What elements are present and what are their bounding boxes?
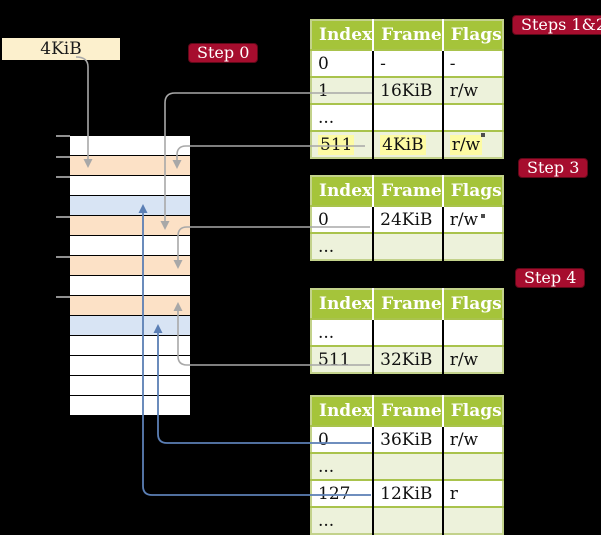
table-cell xyxy=(441,318,503,346)
table-row: ... xyxy=(311,452,503,480)
highlighted-value: r/w xyxy=(449,134,483,155)
table-cell xyxy=(372,232,443,260)
table-cell: 511 xyxy=(311,345,374,373)
table-cell: - xyxy=(441,49,503,77)
memory-tick xyxy=(56,156,70,158)
memory-frame-row-peach xyxy=(70,256,190,276)
table-cell xyxy=(372,103,443,131)
table-cell: r/w xyxy=(441,425,503,453)
memory-tick xyxy=(56,176,70,178)
table-cell: 0 xyxy=(311,205,374,233)
memory-frame-row-white xyxy=(70,356,190,376)
table-cell: 0 xyxy=(311,49,374,77)
table-row: 0-- xyxy=(311,49,503,77)
memory-column xyxy=(70,136,190,416)
table-cell: ... xyxy=(311,506,374,534)
table-cell: ... xyxy=(311,103,374,131)
memory-frame-row-white xyxy=(70,396,190,416)
column-header: Flags xyxy=(441,289,503,319)
memory-tick xyxy=(56,256,70,258)
column-header: Frame xyxy=(372,20,443,50)
column-header: Index xyxy=(311,176,374,206)
table-cell: - xyxy=(372,49,443,77)
memory-tick xyxy=(56,216,70,218)
table-cell: 24KiB xyxy=(372,205,443,233)
table-cell: ... xyxy=(311,318,374,346)
memory-frame-row-blue xyxy=(70,316,190,336)
table-row: ... xyxy=(311,506,503,534)
table-row: ... xyxy=(311,103,503,131)
column-header: Index xyxy=(311,20,374,50)
frame-size-label: 4KiB xyxy=(2,38,120,60)
column-header: Index xyxy=(311,396,374,426)
table-cell: r/w xyxy=(441,130,503,158)
table-cell: 32KiB xyxy=(372,345,443,373)
table-cell xyxy=(441,506,503,534)
column-header: Index xyxy=(311,289,374,319)
memory-frame-row-white xyxy=(70,236,190,256)
table-cell: 0 xyxy=(311,425,374,453)
highlighted-value: 4KiB xyxy=(380,134,426,155)
table-cell: ... xyxy=(311,452,374,480)
column-header: Flags xyxy=(441,20,503,50)
table-cell: r/w xyxy=(441,76,503,104)
table-cell: 1 xyxy=(311,76,374,104)
memory-tick xyxy=(56,135,70,137)
table-cell: r xyxy=(441,479,503,507)
memory-frame-row-peach xyxy=(70,156,190,176)
memory-frame-row-peach xyxy=(70,296,190,316)
table-cell: 16KiB xyxy=(372,76,443,104)
table-cell: 511 xyxy=(311,130,374,158)
table-cell xyxy=(372,452,443,480)
table-row: ... xyxy=(311,232,503,260)
step-label-3: Step 3 xyxy=(518,158,589,178)
memory-frame-row-white xyxy=(70,176,190,196)
memory-frame-row-white xyxy=(70,136,190,156)
memory-frame-row-white xyxy=(70,376,190,396)
memory-tick xyxy=(56,296,70,298)
step-label-1-2: Steps 1&2 xyxy=(512,15,601,35)
step-label-4: Step 4 xyxy=(515,268,586,288)
table-cell: r/w xyxy=(441,345,503,373)
column-header: Frame xyxy=(372,289,443,319)
memory-frame-row-peach xyxy=(70,216,190,236)
table-cell: 4KiB xyxy=(372,130,443,158)
column-header: Flags xyxy=(441,176,503,206)
table-cell xyxy=(441,232,503,260)
table-row: ... xyxy=(311,318,503,346)
table-cell: r/w xyxy=(441,205,503,233)
table-cell: 12KiB xyxy=(372,479,443,507)
column-header: Frame xyxy=(372,176,443,206)
table-cell xyxy=(372,506,443,534)
memory-frame-row-blue xyxy=(70,196,190,216)
table-cell: ... xyxy=(311,232,374,260)
table-cell xyxy=(441,452,503,480)
memory-frame-row-white xyxy=(70,336,190,356)
column-header: Flags xyxy=(441,396,503,426)
memory-frame-row-white xyxy=(70,276,190,296)
table-cell xyxy=(372,318,443,346)
step-label-0: Step 0 xyxy=(188,43,259,63)
table-row: 511 4KiB r/w xyxy=(311,130,503,158)
table-cell xyxy=(441,103,503,131)
column-header: Frame xyxy=(372,396,443,426)
highlighted-value: 511 xyxy=(318,134,355,155)
table-cell: 127 xyxy=(311,479,374,507)
table-cell: 36KiB xyxy=(372,425,443,453)
